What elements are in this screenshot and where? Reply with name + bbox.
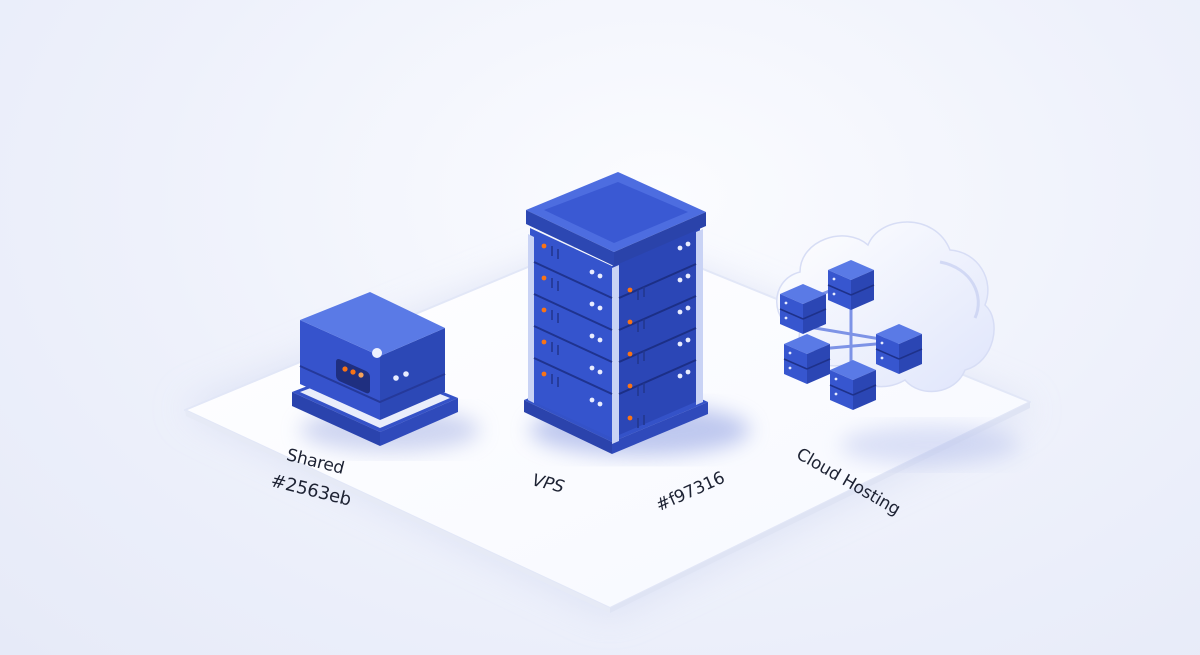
mini-server-icon — [779, 284, 827, 334]
led-icon — [627, 241, 691, 421]
mini-server-icon — [783, 334, 831, 384]
cloud-cluster-icon — [779, 260, 923, 410]
led-icon — [342, 366, 348, 372]
led-icon — [541, 243, 603, 407]
mini-server-icon — [875, 324, 923, 374]
shared-server-icon — [292, 292, 458, 446]
led-icon — [350, 369, 356, 375]
mini-server-icon — [829, 360, 877, 410]
mini-server-icon — [827, 260, 875, 310]
led-icon — [358, 372, 364, 378]
vps-rack-icon — [524, 172, 708, 454]
